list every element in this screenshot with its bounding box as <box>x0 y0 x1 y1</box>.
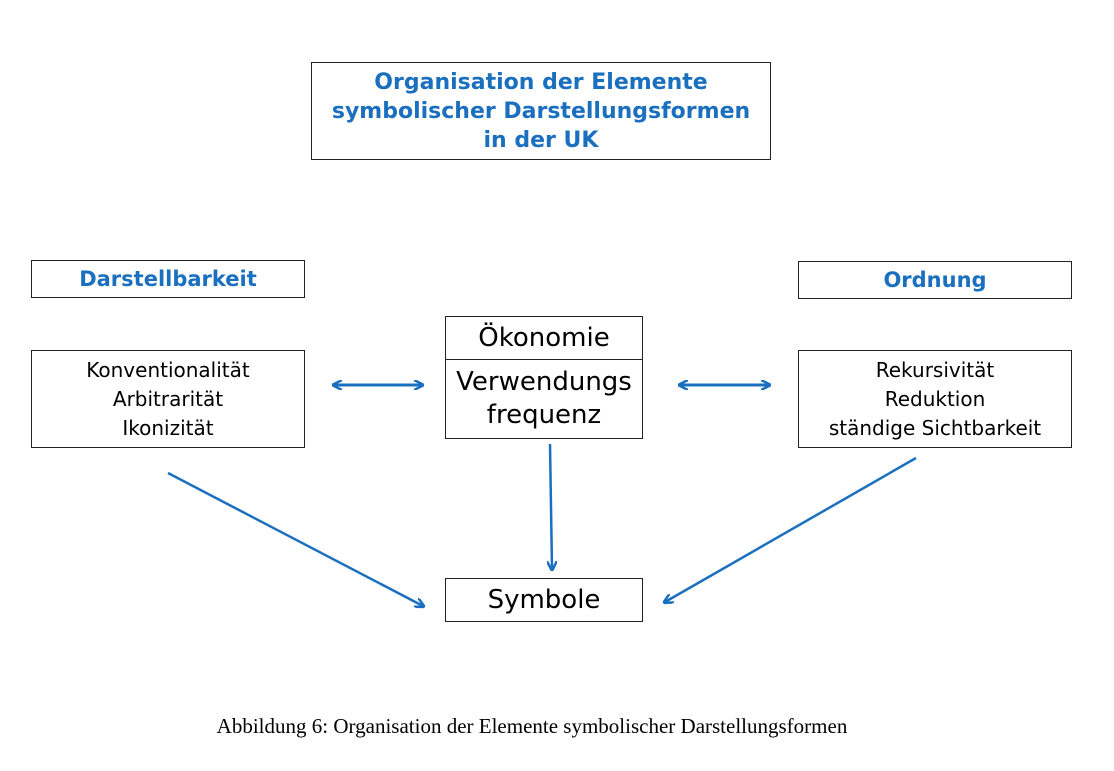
title-line-3: in der UK <box>483 127 599 153</box>
diagram-title-box: Organisation der Elemente symbolischer D… <box>311 62 771 160</box>
right-item-3: ständige Sichtbarkeit <box>828 415 1042 440</box>
darstellbarkeit-header-box: Darstellbarkeit <box>31 260 305 298</box>
left-item-3: Ikonizität <box>122 415 214 440</box>
right-item-1: Rekursivität <box>875 357 995 382</box>
center-to-symbole-arrow <box>550 443 552 569</box>
darstellbarkeit-items-box: Konventionalität Arbitrarität Ikonizität <box>31 350 305 448</box>
right-item-2: Reduktion <box>884 386 986 411</box>
title-line-1: Organisation der Elemente <box>374 69 708 95</box>
left-item-1: Konventionalität <box>86 357 250 382</box>
left-to-symbole-arrow <box>167 471 423 606</box>
left-item-2: Arbitrarität <box>112 386 224 411</box>
verwendungsfrequenz-cell: Verwendungs frequenz <box>456 360 632 438</box>
center-line-2: frequenz <box>486 400 602 430</box>
symbole-box: Symbole <box>445 578 643 622</box>
center-line-1: Verwendungs <box>456 367 632 397</box>
symbole-label: Symbole <box>487 585 601 615</box>
ordnung-items-box: Rekursivität Reduktion ständige Sichtbar… <box>798 350 1072 448</box>
oekonomie-box: Ökonomie Verwendungs frequenz <box>445 316 643 439</box>
oekonomie-label: Ökonomie <box>478 323 610 353</box>
right-to-symbole-arrow <box>665 456 917 602</box>
oekonomie-header: Ökonomie <box>446 317 642 360</box>
figure-caption: Abbildung 6: Organisation der Elemente s… <box>216 714 848 738</box>
title-line-2: symbolischer Darstellungsformen <box>331 98 751 124</box>
ordnung-label: Ordnung <box>883 268 987 292</box>
ordnung-header-box: Ordnung <box>798 261 1072 299</box>
darstellbarkeit-label: Darstellbarkeit <box>79 267 257 291</box>
